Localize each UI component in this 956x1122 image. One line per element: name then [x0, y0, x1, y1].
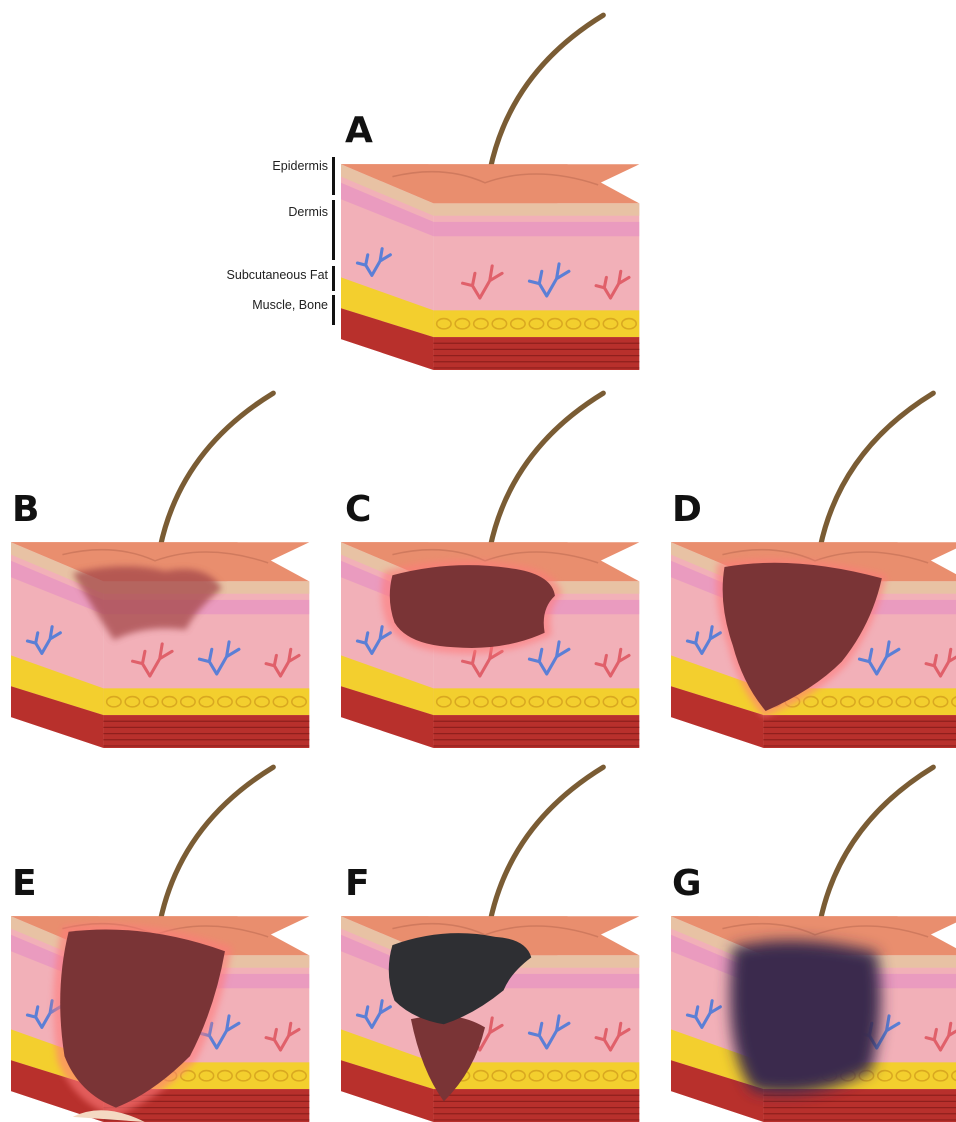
wound-deep-tissue-injury: [730, 941, 881, 1094]
skin-layers: [671, 767, 956, 1122]
skin-layers: [11, 393, 309, 748]
hair-strand: [820, 393, 933, 547]
skin-block-f: [330, 762, 640, 1122]
label-epidermis: Epidermis: [272, 159, 328, 173]
panel-letter-d: D: [672, 492, 702, 528]
panel-letter-b: B: [12, 492, 39, 528]
muscle-layer: [434, 337, 640, 370]
fat-layer: [104, 688, 310, 715]
bracket-fat: [332, 266, 335, 291]
muscle-layer: [104, 715, 310, 748]
hair-strand: [490, 393, 603, 547]
skin-block-a: [330, 10, 640, 370]
skin-block-c: [330, 388, 640, 748]
bracket-epidermis: [332, 157, 335, 195]
skin-layers: [341, 15, 639, 370]
hair-strand: [160, 767, 273, 921]
skin-block-b: [0, 388, 310, 748]
panel-letter-a: A: [345, 113, 373, 149]
skin-layers: [341, 393, 639, 748]
panel-letter-f: F: [345, 866, 370, 902]
panel-c: [330, 388, 630, 688]
panel-b: [0, 388, 300, 688]
epidermis-band: [434, 203, 640, 215]
muscle-layer: [764, 1089, 956, 1122]
label-muscle-bone: Muscle, Bone: [252, 298, 328, 312]
panel-a: [330, 10, 630, 310]
panel-letter-e: E: [12, 866, 37, 902]
fat-layer: [434, 688, 640, 715]
panel-d: [660, 388, 956, 688]
skin-layers: [341, 767, 639, 1122]
bracket-muscle: [332, 295, 335, 325]
wound-partial: [390, 565, 555, 648]
skin-block-g: [660, 762, 956, 1122]
panel-letter-c: C: [345, 492, 371, 528]
skin-block-e: [0, 762, 310, 1122]
hair-strand: [160, 393, 273, 547]
bracket-dermis: [332, 200, 335, 260]
label-dermis: Dermis: [288, 205, 328, 219]
dermis-stripe: [434, 222, 640, 236]
hair-strand: [820, 767, 933, 921]
skin-layers: [11, 767, 309, 1122]
panel-g: [660, 762, 956, 1062]
hair-strand: [490, 767, 603, 921]
panel-e: [0, 762, 300, 1062]
muscle-layer: [434, 715, 640, 748]
skin-block-d: [660, 388, 956, 748]
skin-layers: [671, 393, 956, 748]
label-subcutaneous-fat: Subcutaneous Fat: [227, 268, 328, 282]
panel-f: [330, 762, 630, 1062]
fat-layer: [434, 310, 640, 337]
panel-letter-g: G: [672, 866, 702, 902]
hair-strand: [490, 15, 603, 169]
muscle-layer: [764, 715, 956, 748]
muscle-layer: [434, 1089, 640, 1122]
